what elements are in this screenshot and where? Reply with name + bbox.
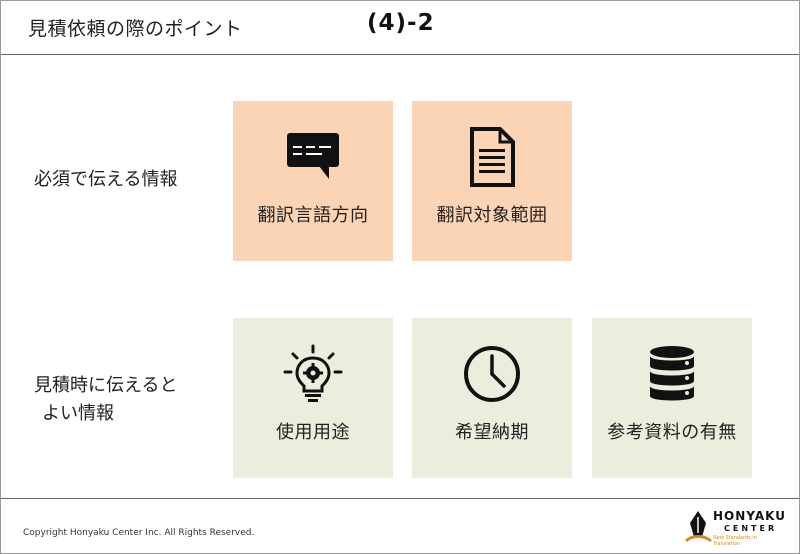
section-number: (4)-2 bbox=[367, 10, 435, 36]
card-label: 参考資料の有無 bbox=[607, 422, 737, 443]
card-label: 使用用途 bbox=[276, 422, 350, 443]
card-label: 翻訳言語方向 bbox=[257, 205, 369, 226]
logo-name: HONYAKU bbox=[713, 509, 786, 523]
optional-info-label: 見積時に伝えると よい情報 bbox=[34, 372, 177, 428]
page-title: 見積依頼の際のポイント bbox=[28, 18, 243, 40]
card-label: 翻訳対象範囲 bbox=[436, 205, 548, 226]
optional-info-label-line2: よい情報 bbox=[42, 403, 114, 424]
card-purpose: 使用用途 bbox=[233, 318, 393, 478]
clock-icon bbox=[412, 346, 572, 402]
document-icon bbox=[412, 127, 572, 187]
lightbulb-gear-icon bbox=[233, 344, 393, 402]
footer-divider bbox=[1, 498, 799, 499]
card-translation-scope: 翻訳対象範囲 bbox=[412, 101, 572, 261]
pen-nib-icon bbox=[684, 511, 712, 543]
company-logo: HONYAKU CENTER New Standards in Translat… bbox=[684, 507, 786, 547]
logo-sub: CENTER bbox=[724, 524, 778, 533]
database-icon bbox=[592, 346, 752, 402]
card-language-direction: 翻訳言語方向 bbox=[233, 101, 393, 261]
card-reference-materials: 参考資料の有無 bbox=[592, 318, 752, 478]
card-deadline: 希望納期 bbox=[412, 318, 572, 478]
header-divider bbox=[1, 54, 799, 55]
message-icon bbox=[233, 129, 393, 185]
copyright-text: Copyright Honyaku Center Inc. All Rights… bbox=[23, 528, 255, 538]
optional-info-label-line1: 見積時に伝えると bbox=[34, 375, 178, 396]
card-label: 希望納期 bbox=[455, 422, 529, 443]
logo-tagline: New Standards in Translation bbox=[713, 535, 757, 547]
required-info-label: 必須で伝える情報 bbox=[34, 169, 178, 190]
